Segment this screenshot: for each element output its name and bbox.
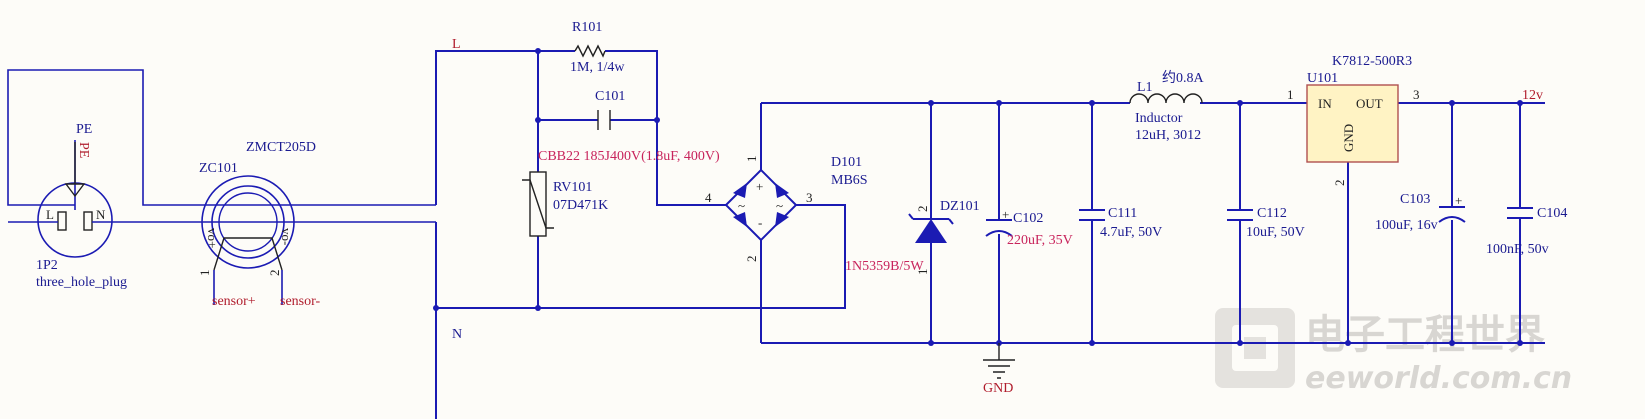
- rv101-val: 07D471K: [553, 198, 608, 213]
- inductor-l1: L1 约0.8A Inductor 12uH, 3012: [1129, 70, 1205, 143]
- plug-pe-net: PE: [76, 142, 91, 158]
- net-l: L: [452, 37, 461, 52]
- r101-ref: R101: [572, 20, 602, 35]
- zc-part: ZMCT205D: [246, 140, 316, 155]
- c112-ref: C112: [1257, 206, 1287, 221]
- capacitor-c112: C112 10uF, 50V: [1227, 103, 1305, 343]
- d101-ref: D101: [831, 155, 862, 170]
- u101-pin1: 1: [1287, 87, 1294, 102]
- u101-pin2: 2: [1332, 180, 1347, 187]
- u101-pin3: 3: [1413, 87, 1420, 102]
- l1-note: 约0.8A: [1162, 70, 1205, 86]
- sensor-plus-label: sensor+: [212, 294, 256, 309]
- rv101-ref: RV101: [553, 180, 592, 195]
- d101-pin4: 4: [705, 190, 712, 205]
- c102-plus: +: [1002, 207, 1009, 222]
- c101-ref: C101: [595, 89, 625, 104]
- u101-out: OUT: [1356, 96, 1383, 111]
- c102-ref: C102: [1013, 211, 1043, 226]
- r101-val: 1M, 1/4w: [570, 60, 625, 75]
- bridge-ac1: ~: [738, 198, 745, 213]
- dz101-pin2: 2: [915, 206, 930, 213]
- plug-slot-l: [57, 211, 67, 231]
- bridge-minus: -: [758, 215, 762, 230]
- resistor-r101: R101 1M, 1/4w: [570, 20, 625, 75]
- dz101-val: 1N5359B/5W: [845, 259, 924, 274]
- u101-part: K7812-500R3: [1332, 54, 1412, 69]
- bridge-plus: +: [756, 179, 763, 194]
- plug-slot-n: [83, 211, 93, 231]
- c102-val: 220uF, 35V: [1007, 233, 1073, 248]
- c103-plus: +: [1455, 193, 1462, 208]
- net-12v: 12v: [1522, 88, 1543, 103]
- l1-val: 12uH, 3012: [1135, 128, 1201, 143]
- gnd-label: GND: [983, 381, 1013, 396]
- zc-pin2: 2: [267, 270, 282, 277]
- capacitor-c104: C104 100nF, 50v: [1486, 103, 1567, 343]
- plug-pe-label: PE: [76, 122, 92, 137]
- capacitor-c101: C101 CBB22 185J400V(1.8uF, 400V): [538, 89, 720, 164]
- ground-symbol: GND: [983, 343, 1015, 396]
- dc-bus: 12v: [761, 88, 1545, 346]
- zc-ref: ZC101: [199, 161, 238, 176]
- capacitor-c103: + C103 100uF, 16v: [1375, 103, 1466, 343]
- d101-pin2: 2: [744, 256, 759, 263]
- plug-pin-l: L: [46, 207, 54, 222]
- net-n: N: [452, 327, 462, 342]
- d101-val: MB6S: [831, 173, 868, 188]
- c112-val: 10uF, 50V: [1246, 225, 1305, 240]
- current-transformer-zc101: vo+ vo- 1 2 ZMCT205D ZC101 sensor+ senso…: [197, 140, 436, 309]
- c101-val: CBB22 185J400V(1.8uF, 400V): [538, 149, 720, 164]
- watermark-cn: 电子工程世界: [1305, 312, 1545, 358]
- watermark: 电子工程世界 eeworld.com.cn: [1215, 308, 1572, 396]
- d101-pin1: 1: [744, 156, 759, 163]
- varistor-rv101: RV101 07D471K: [522, 171, 608, 237]
- d101-pin3: 3: [806, 190, 813, 205]
- u101-ref: U101: [1307, 71, 1338, 86]
- u101-in: IN: [1318, 96, 1332, 111]
- zener-dz101: 2 1 DZ101 1N5359B/5W: [845, 103, 980, 343]
- c104-val: 100nF, 50v: [1486, 242, 1549, 257]
- capacitor-c111: C111 4.7uF, 50V: [1079, 103, 1162, 343]
- zc-vo-minus: vo-: [279, 228, 294, 245]
- plug-1p2: PE PE L N 1P2 three_hole_plug: [7, 69, 205, 290]
- regulator-u101: K7812-500R3 U101 IN OUT GND 1 3 2: [1287, 54, 1420, 186]
- zc-vo-plus: vo+: [205, 228, 220, 248]
- u101-body: [1306, 84, 1399, 163]
- l1-ref: L1: [1137, 80, 1153, 95]
- watermark-url: eeworld.com.cn: [1305, 361, 1572, 396]
- zc-pin1: 1: [197, 270, 212, 277]
- capacitor-c102: + C102 220uF, 35V: [985, 103, 1073, 343]
- plug-pin-n: N: [96, 207, 106, 222]
- mains-wiring: L N: [433, 37, 846, 419]
- dz101-pin1: 1: [915, 269, 930, 276]
- plug-ref: 1P2: [36, 258, 58, 273]
- bridge-rectifier-d101: + - ~ ~ 4 3 1 2 D101 MB6S: [705, 103, 868, 343]
- u101-gnd: GND: [1341, 124, 1356, 152]
- c103-val: 100uF, 16v: [1375, 218, 1438, 233]
- bridge-ac2: ~: [776, 198, 783, 213]
- sensor-minus-label: sensor-: [280, 294, 320, 309]
- c111-val: 4.7uF, 50V: [1100, 225, 1162, 240]
- plug-name: three_hole_plug: [36, 275, 127, 290]
- dz101-ref: DZ101: [940, 199, 980, 214]
- c111-ref: C111: [1108, 206, 1137, 221]
- c103-ref: C103: [1400, 192, 1430, 207]
- c104-ref: C104: [1537, 206, 1567, 221]
- l1-name: Inductor: [1135, 111, 1183, 126]
